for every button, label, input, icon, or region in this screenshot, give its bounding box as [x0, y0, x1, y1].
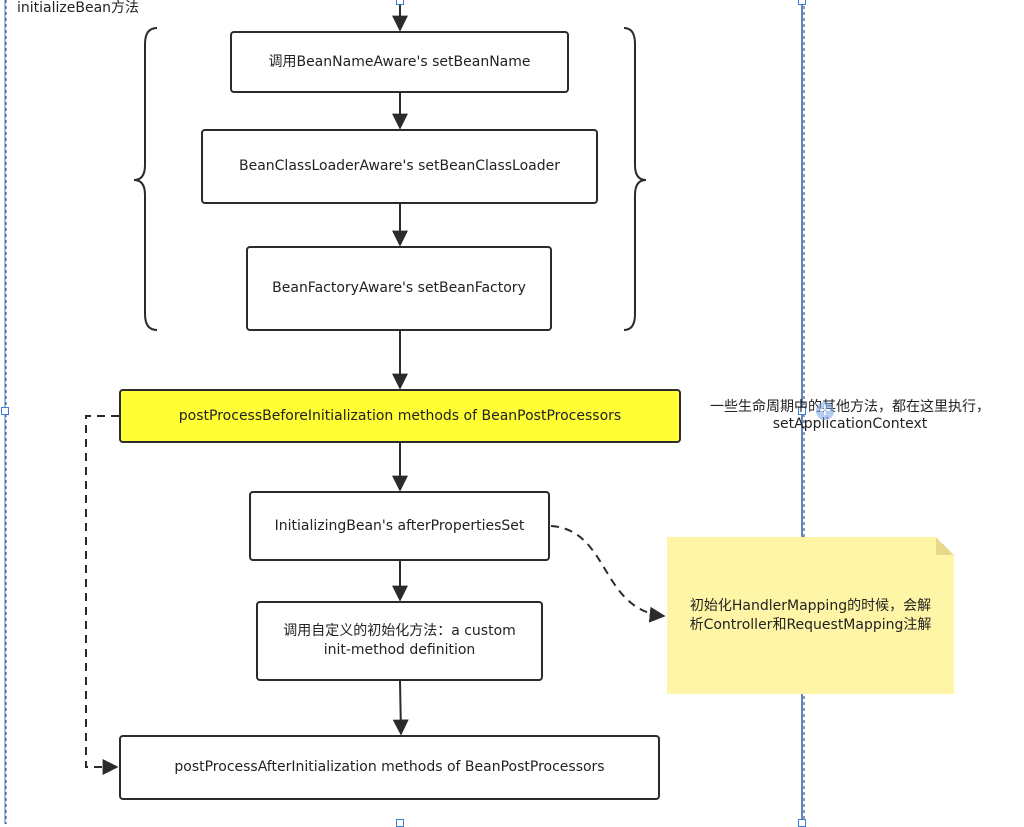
selection-handle-right-bottom[interactable] — [798, 819, 806, 827]
node-set-bean-class-loader-label: BeanClassLoaderAware's setBeanClassLoade… — [238, 158, 560, 174]
side-annotation-line2: setApplicationContext — [772, 416, 928, 432]
dashed-bypass-connector — [85, 415, 119, 775]
node-custom-init-method-line1: 调用自定义的初始化方法：a custom — [283, 623, 516, 639]
right-brace — [623, 27, 647, 331]
node-set-bean-class-loader[interactable]: BeanClassLoaderAware's setBeanClassLoade… — [201, 129, 598, 204]
node-post-process-after-label: postProcessAfterInitialization methods o… — [174, 759, 605, 775]
node-custom-init-method[interactable]: 调用自定义的初始化方法：a custom init-method definit… — [256, 601, 543, 681]
left-brace — [133, 27, 158, 331]
side-annotation-text[interactable]: 一些生命周期中的其他方法，都在这里执行， setApplicationConte… — [700, 399, 1000, 433]
sticky-note-line2: 析Controller和RequestMapping注解 — [689, 616, 932, 633]
selection-handle-right-middle[interactable] — [798, 407, 806, 415]
node-custom-init-method-line2: init-method definition — [323, 642, 476, 658]
selection-handle-bottom-center[interactable] — [396, 819, 404, 827]
move-icon[interactable]: ✛ — [816, 402, 834, 420]
selection-handle-top-center[interactable] — [396, 0, 404, 5]
side-annotation-line1: 一些生命周期中的其他方法，都在这里执行， — [710, 399, 990, 415]
node-after-properties-set[interactable]: InitializingBean's afterPropertiesSet — [249, 491, 550, 561]
note-fold-corner — [936, 537, 954, 555]
sticky-note-line1: 初始化HandlerMapping的时候，会解 — [689, 597, 932, 614]
node-post-process-before[interactable]: postProcessBeforeInitialization methods … — [119, 389, 681, 443]
node-set-bean-name[interactable]: 调用BeanNameAware's setBeanName — [230, 31, 569, 93]
node-post-process-after[interactable]: postProcessAfterInitialization methods o… — [119, 735, 660, 800]
node-after-properties-set-label: InitializingBean's afterPropertiesSet — [274, 517, 525, 534]
node-set-bean-factory-label: BeanFactoryAware's setBeanFactory — [272, 280, 526, 296]
node-post-process-before-label: postProcessBeforeInitialization methods … — [178, 407, 622, 424]
selection-handle-right-top[interactable] — [798, 0, 806, 5]
connector-custom-to-after — [392, 680, 409, 736]
frame-label: initializeBean方法 — [17, 0, 140, 16]
selection-handle-left-middle[interactable] — [1, 407, 9, 415]
node-set-bean-name-label: 调用BeanNameAware's setBeanName — [268, 53, 531, 70]
dashed-note-connector — [550, 525, 666, 623]
sticky-note[interactable]: 初始化HandlerMapping的时候，会解 析Controller和Requ… — [667, 537, 954, 694]
node-set-bean-factory[interactable]: BeanFactoryAware's setBeanFactory — [246, 246, 552, 331]
